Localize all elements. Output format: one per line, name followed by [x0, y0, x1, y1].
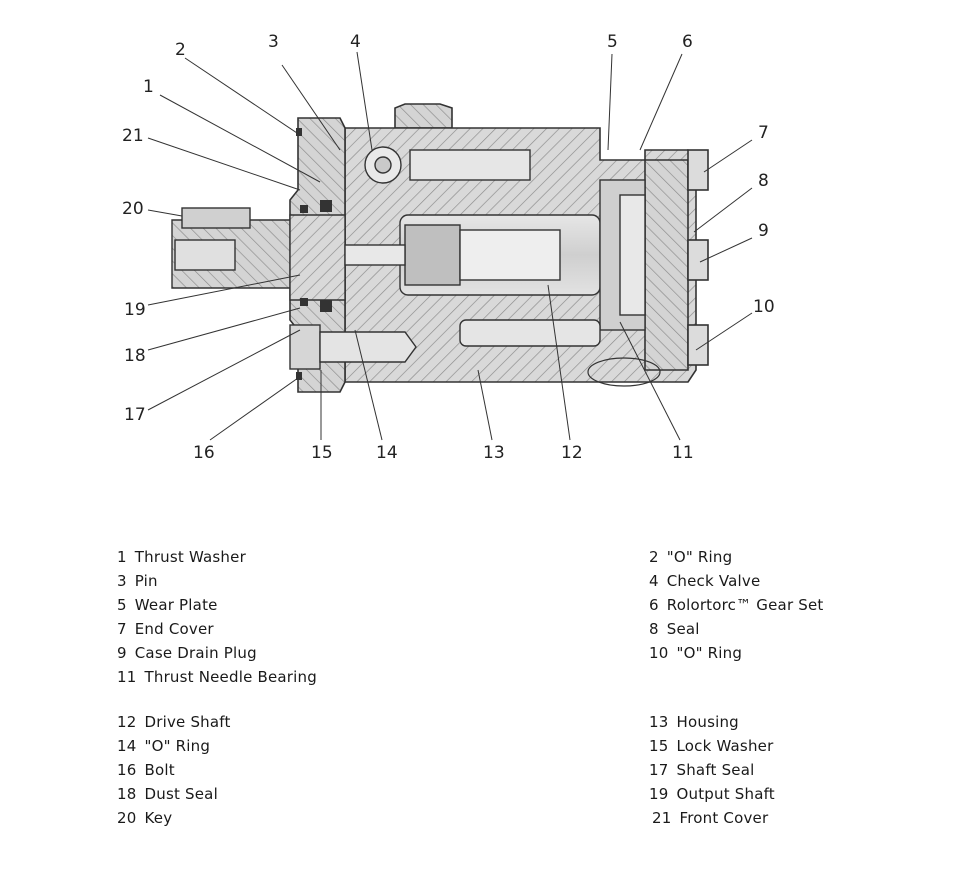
callout-17: 17	[124, 405, 146, 425]
callout-9: 9	[758, 221, 769, 241]
callout-21: 21	[122, 126, 144, 146]
check-valve	[364, 146, 531, 184]
callout-7: 7	[758, 123, 769, 143]
callout-18: 18	[124, 346, 146, 366]
drive-shaft	[399, 214, 601, 296]
legend-item: 10"O" Ring	[649, 644, 743, 662]
callout-11: 11	[672, 443, 694, 463]
o-ring-highlight	[587, 357, 661, 387]
callout-2: 2	[175, 40, 186, 60]
callout-4: 4	[350, 32, 361, 52]
callout-8: 8	[758, 171, 769, 191]
callout-10: 10	[753, 297, 775, 317]
callout-19: 19	[124, 300, 146, 320]
callout-15: 15	[311, 443, 333, 463]
bolt	[289, 324, 417, 370]
callout-13: 13	[483, 443, 505, 463]
leader-lines	[147, 51, 753, 441]
legend-item: 14"O" Ring	[117, 737, 211, 755]
callout-numbers: 1 2 3 4 5 6 7 8 9 10 11 12 13 14 15 16 1…	[122, 32, 775, 463]
motor-cross-section-diagram: 1 2 3 4 5 6 7 8 9 10 11 12 13 14 15 16 1…	[122, 32, 775, 463]
callout-1: 1	[143, 77, 154, 97]
callout-6: 6	[682, 32, 693, 52]
housing-passage	[459, 319, 601, 347]
callout-14: 14	[376, 443, 398, 463]
callout-20: 20	[122, 199, 144, 219]
callout-3: 3	[268, 32, 279, 52]
callout-12: 12	[561, 443, 583, 463]
callout-16: 16	[193, 443, 215, 463]
seals	[296, 128, 332, 380]
callout-5: 5	[607, 32, 618, 52]
key	[181, 207, 251, 229]
legend-item: 2"O" Ring	[649, 548, 733, 566]
gear-set	[599, 179, 646, 331]
